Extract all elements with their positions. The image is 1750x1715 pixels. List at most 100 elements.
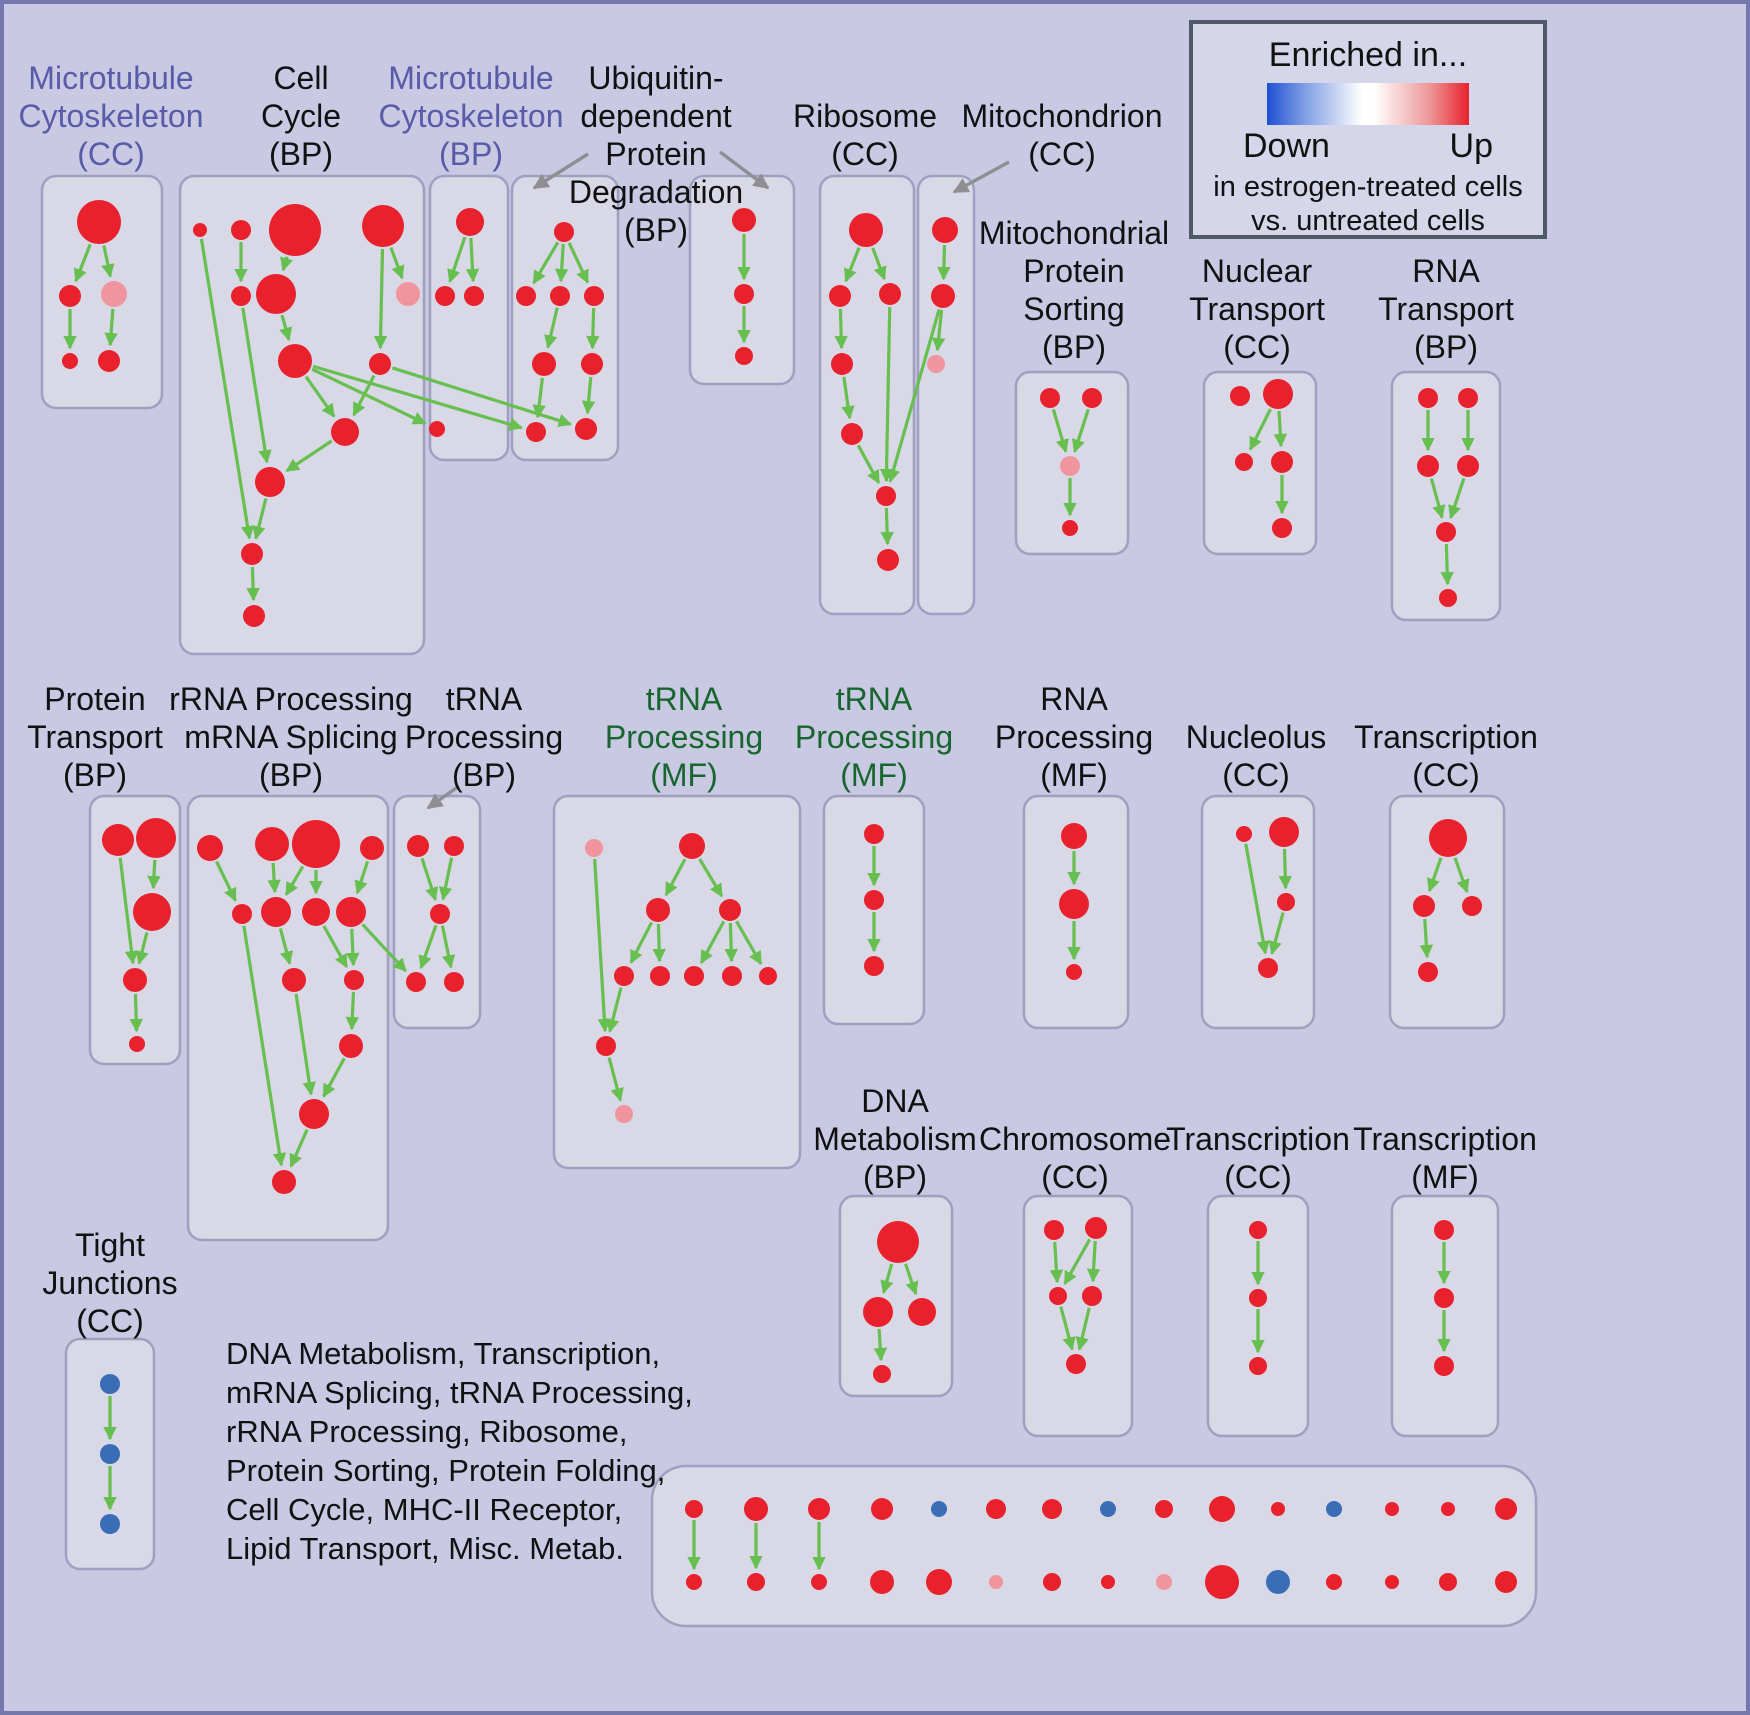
go-term-node [1156, 1574, 1172, 1590]
go-term-node [931, 284, 955, 308]
cluster-box-microtubule-cytoskeleton-bp [428, 174, 510, 462]
go-term-node [362, 205, 404, 247]
relation-arrow [447, 236, 467, 284]
relation-arrow [879, 306, 894, 483]
cluster-label-transcription-cc-upper: Transcription(CC) [1354, 719, 1538, 793]
relation-arrow [699, 920, 726, 965]
go-term-node [1066, 1354, 1086, 1374]
go-term-node [584, 286, 604, 306]
relation-arrow [1059, 1306, 1076, 1351]
label-pointer-arrow [718, 150, 770, 190]
relation-arrow [279, 314, 293, 342]
relation-arrow [652, 923, 666, 963]
relation-arrow [1075, 1307, 1091, 1351]
go-term-node [256, 274, 296, 314]
cluster-label-transcription-cc-lower: Transcription(CC) [1166, 1121, 1350, 1195]
cluster-label-nucleolus-cc: Nucleolus(CC) [1186, 719, 1327, 793]
go-term-node [102, 824, 134, 856]
go-term-node [615, 1105, 633, 1123]
go-term-node [1043, 1573, 1061, 1591]
go-term-node [344, 970, 364, 990]
relation-arrow [241, 307, 272, 464]
label-pointer-arrow [532, 152, 589, 190]
relation-arrow [1248, 408, 1272, 451]
go-term-node [871, 1498, 893, 1520]
go-term-node [1385, 1575, 1399, 1589]
go-term-node [1495, 1498, 1517, 1520]
legend-subtitle: in estrogen-treated cells vs. untreated … [1213, 171, 1523, 237]
go-term-node [336, 897, 366, 927]
go-term-node [877, 549, 899, 571]
go-term-node [1249, 1289, 1267, 1307]
relation-arrow [1273, 410, 1288, 448]
go-term-node [59, 285, 81, 307]
go-term-node [1441, 1502, 1455, 1516]
relation-arrow [1429, 478, 1446, 519]
go-term-node [516, 286, 536, 306]
go-term-node [863, 1297, 893, 1327]
go-term-node [1272, 518, 1292, 538]
go-term-node [526, 422, 546, 442]
cluster-label-transcription-mf: Transcription(MF) [1353, 1121, 1537, 1195]
go-term-node [1258, 958, 1278, 978]
go-term-node [1230, 386, 1250, 406]
relation-arrow [104, 308, 118, 347]
legend-box: Enriched in... Down Up in estrogen-treat… [1189, 20, 1547, 239]
go-term-node [1326, 1501, 1342, 1517]
go-term-node [77, 200, 121, 244]
go-term-node [255, 827, 289, 861]
go-term-node [876, 486, 896, 506]
relation-arrow [345, 991, 360, 1031]
go-term-node [339, 1034, 363, 1058]
relation-arrow [304, 375, 336, 418]
cluster-label-mitochondrion-cc: Mitochondrion(CC) [962, 98, 1163, 172]
go-term-node [927, 355, 945, 373]
layer-edges [63, 234, 1475, 1571]
go-term-node [1266, 1570, 1290, 1594]
go-term-node [98, 350, 120, 372]
relation-arrow [246, 566, 260, 602]
mixed-cluster-note: DNA Metabolism, Transcription, mRNA Spli… [226, 1336, 693, 1566]
go-term-node [1417, 455, 1439, 477]
go-term-node [1082, 1286, 1102, 1306]
go-term-node [193, 223, 207, 237]
relation-arrow [418, 924, 438, 970]
relation-arrow [1427, 857, 1443, 893]
go-term-node [1049, 1287, 1067, 1305]
go-term-node [877, 1221, 919, 1263]
go-term-node [1066, 964, 1082, 980]
go-term-node [596, 1036, 616, 1056]
go-term-node [849, 213, 883, 247]
go-term-node [430, 904, 450, 924]
go-term-node [129, 1036, 145, 1052]
go-term-node [1082, 388, 1102, 408]
go-term-node [873, 1365, 891, 1383]
go-term-node [136, 818, 176, 858]
go-term-node [272, 1170, 296, 1194]
go-term-node [841, 423, 863, 445]
go-term-node [1085, 1217, 1107, 1239]
go-term-node [864, 824, 884, 844]
relation-arrow [361, 923, 407, 973]
relation-arrow [724, 922, 738, 963]
relation-arrow [606, 987, 623, 1033]
go-term-node [870, 1570, 894, 1594]
go-term-node [864, 956, 884, 976]
go-term-node [585, 839, 603, 857]
go-term-node [1385, 1502, 1399, 1516]
label-pointer-arrow [952, 160, 1010, 194]
go-term-node [811, 1574, 827, 1590]
relation-arrow [1071, 408, 1090, 454]
go-term-node [554, 222, 574, 242]
relation-arrow [312, 364, 523, 431]
relation-arrow [215, 860, 237, 902]
go-term-node [732, 208, 756, 232]
relation-arrow [856, 444, 881, 485]
